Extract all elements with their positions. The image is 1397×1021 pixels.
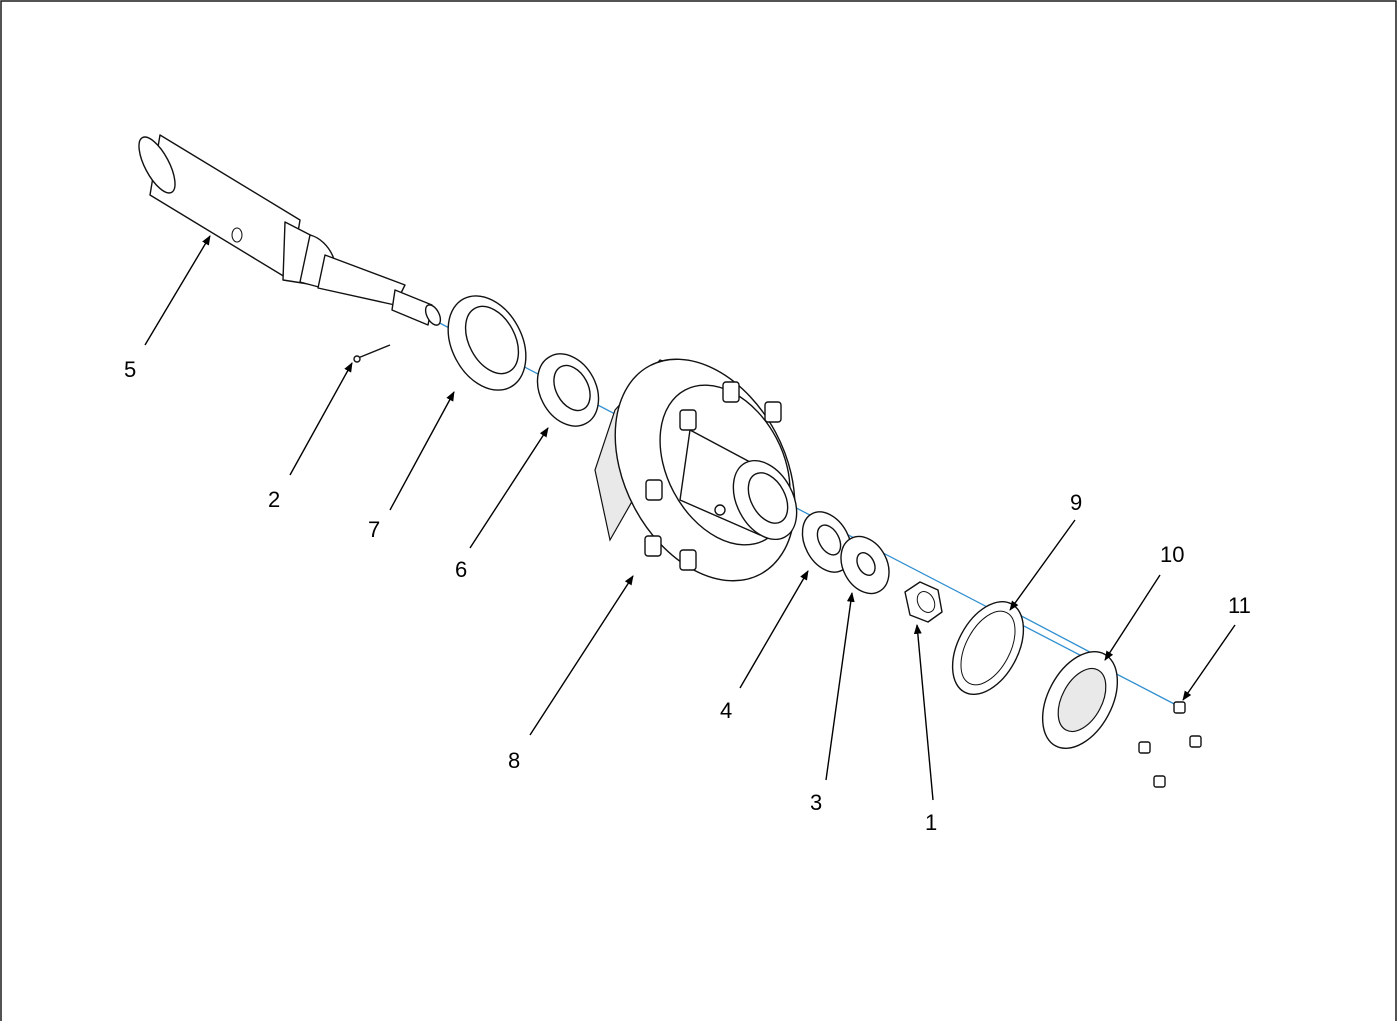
callout-7: 7 bbox=[368, 517, 380, 542]
callout-6: 6 bbox=[455, 557, 467, 582]
hub-lug-nuts bbox=[644, 381, 782, 571]
part-cotter-pin bbox=[353, 344, 391, 363]
part-spindle bbox=[138, 134, 442, 326]
callout-9: 9 bbox=[1070, 490, 1082, 515]
part-outer-bearing bbox=[801, 511, 853, 573]
callout-5: 5 bbox=[124, 357, 136, 382]
callout-4: 4 bbox=[720, 698, 732, 723]
callout-10: 10 bbox=[1160, 542, 1184, 567]
leader-lines bbox=[144, 235, 1236, 801]
callout-3: 3 bbox=[810, 790, 822, 815]
part-inner-bearing bbox=[536, 353, 600, 427]
callout-11: 11 bbox=[1228, 593, 1251, 618]
part-grease-seal bbox=[447, 295, 527, 391]
part-screws bbox=[1138, 701, 1202, 788]
part-dust-cover bbox=[1041, 650, 1119, 750]
callout-labels: 5 2 7 6 8 4 3 1 9 10 11 bbox=[124, 357, 1251, 835]
callout-2: 2 bbox=[268, 487, 280, 512]
part-hub bbox=[594, 358, 798, 582]
part-castle-nut bbox=[904, 581, 943, 623]
part-washer bbox=[840, 535, 890, 595]
callout-1: 1 bbox=[925, 810, 937, 835]
part-gasket bbox=[951, 600, 1025, 696]
callout-8: 8 bbox=[508, 748, 520, 773]
